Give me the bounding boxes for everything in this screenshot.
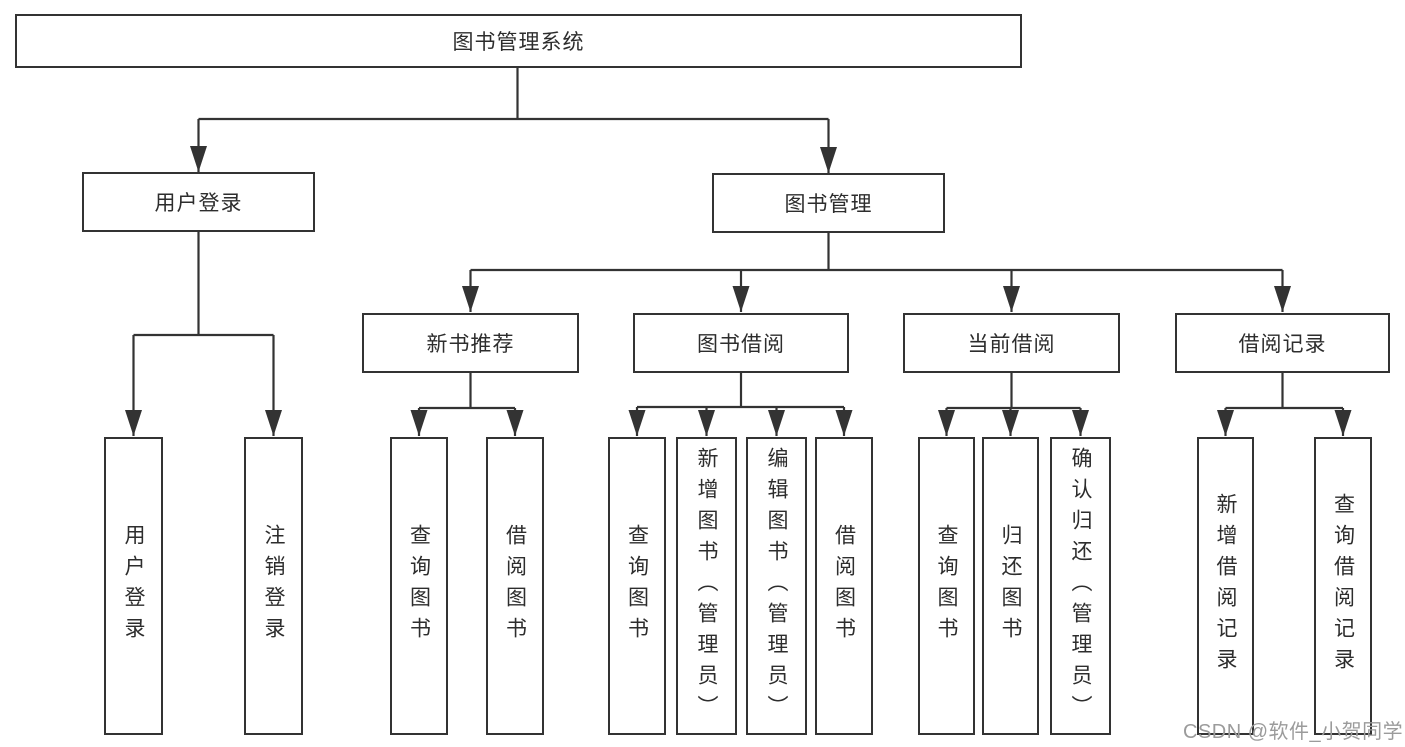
node-label: 借阅图书 [832, 524, 856, 648]
node-label: 当前借阅 [967, 333, 1056, 356]
node-label: 编辑图书（管理员） [765, 446, 788, 726]
leaf-query-books: 查询图书 [390, 437, 448, 735]
node-label: 查询借阅记录 [1331, 493, 1355, 679]
node-label: 用户登录 [122, 524, 145, 648]
leaf-edit-book-admin: 编辑图书（管理员） [746, 437, 807, 735]
leaf-borrow-books-2: 借阅图书 [815, 437, 873, 735]
node-book-borrowing: 图书借阅 [633, 313, 849, 373]
leaf-return-book: 归还图书 [982, 437, 1039, 735]
node-label: 用户登录 [154, 192, 243, 215]
node-label: 查询图书 [625, 524, 649, 648]
node-label: 归还图书 [999, 524, 1022, 648]
leaf-user-login: 用户登录 [104, 437, 163, 735]
leaf-query-borrow-record: 查询借阅记录 [1314, 437, 1372, 735]
leaf-add-borrow-record: 新增借阅记录 [1197, 437, 1254, 735]
watermark: CSDN @软件_小贺同学 [1183, 721, 1404, 743]
leaf-logout: 注销登录 [244, 437, 303, 735]
node-label: 查询图书 [935, 524, 958, 648]
node-user-login: 用户登录 [82, 172, 315, 232]
node-label: 确认归还（管理员） [1069, 446, 1092, 726]
leaf-borrow-books: 借阅图书 [486, 437, 544, 735]
node-label: 注销登录 [262, 524, 285, 648]
node-label: 查询图书 [407, 524, 431, 648]
node-label: 新书推荐 [426, 333, 515, 356]
node-label: 借阅图书 [503, 524, 527, 648]
node-library-management-system: 图书管理系统 [15, 14, 1022, 68]
node-borrowing-records: 借阅记录 [1175, 313, 1390, 373]
leaf-query-books-2: 查询图书 [608, 437, 666, 735]
leaf-confirm-return-admin: 确认归还（管理员） [1050, 437, 1111, 735]
node-label: 图书借阅 [697, 333, 785, 356]
node-label: 新增借阅记录 [1214, 493, 1237, 679]
node-book-management: 图书管理 [712, 173, 945, 233]
node-label: 图书管理系统 [452, 31, 585, 54]
node-label: 借阅记录 [1238, 333, 1327, 356]
leaf-query-books-3: 查询图书 [918, 437, 975, 735]
leaf-add-book-admin: 新增图书（管理员） [676, 437, 737, 735]
node-new-book-recommendation: 新书推荐 [362, 313, 579, 373]
node-current-borrowing: 当前借阅 [903, 313, 1120, 373]
node-label: 新增图书（管理员） [695, 446, 718, 726]
node-label: 图书管理 [784, 193, 873, 216]
